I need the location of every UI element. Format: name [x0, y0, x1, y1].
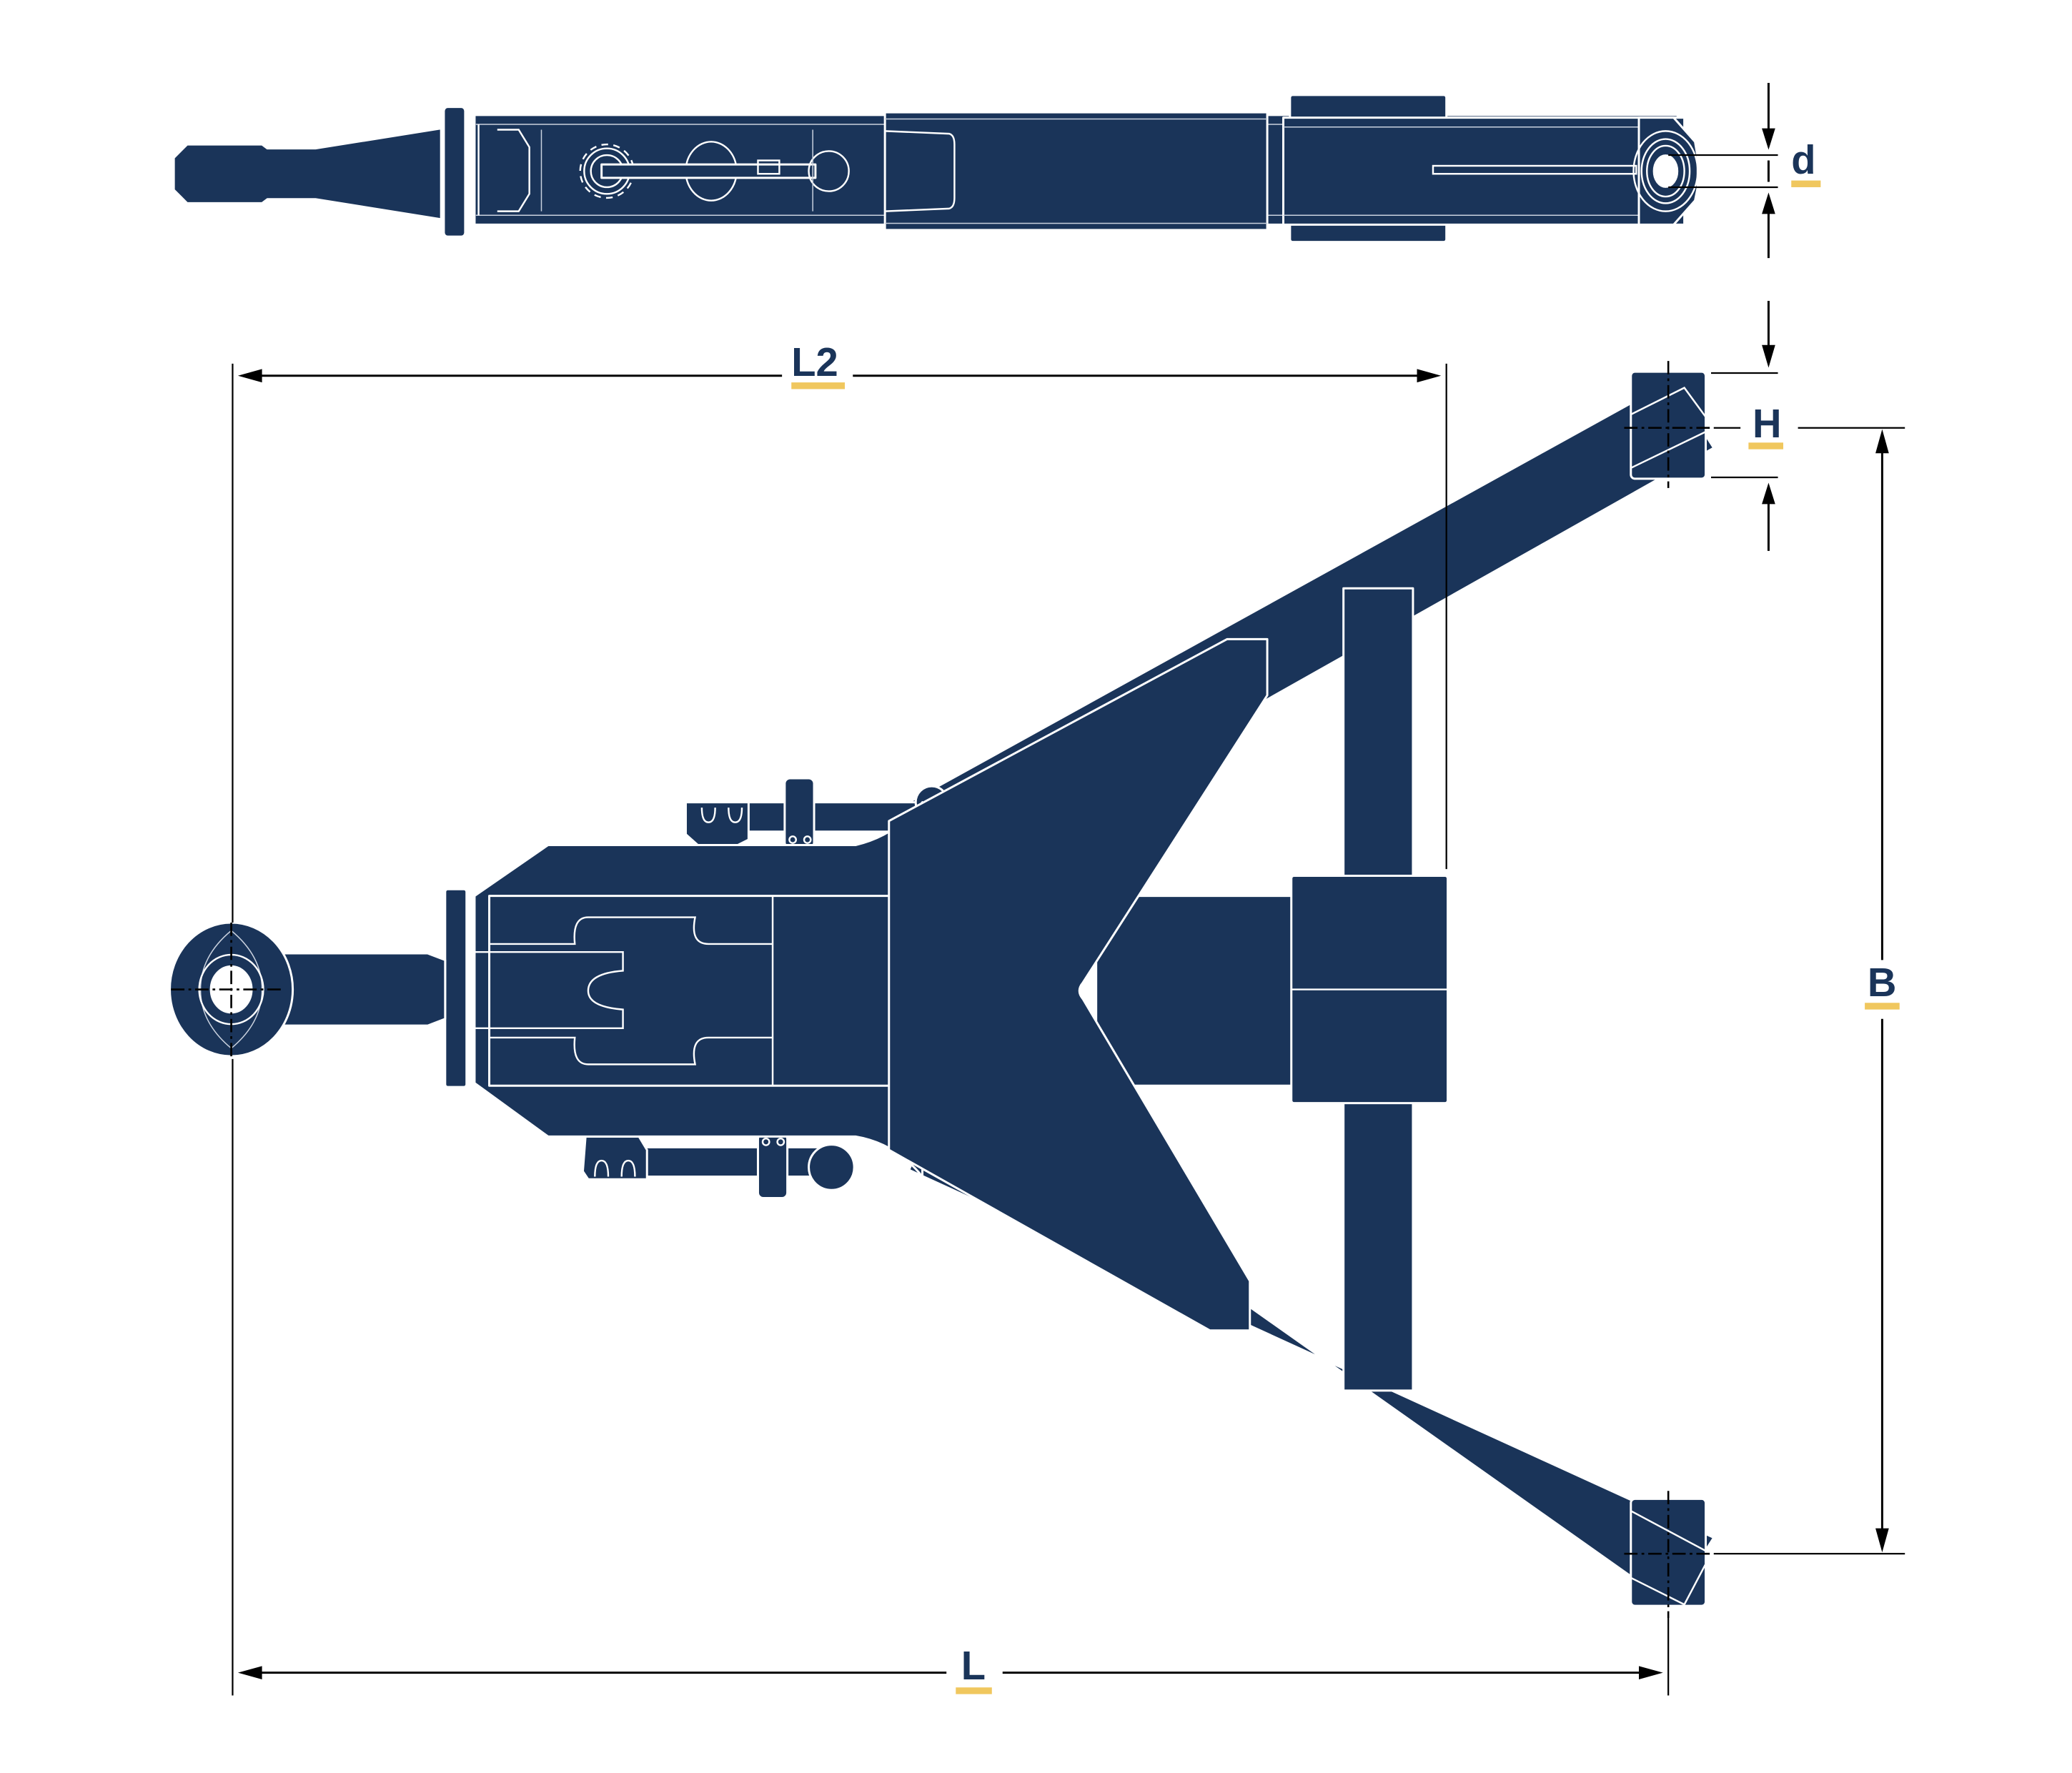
side-coupling-nose	[172, 127, 442, 221]
dimension-L: L	[232, 1058, 1670, 1696]
dimension-label-H: H	[1753, 401, 1782, 446]
dimension-underline-H	[1748, 442, 1784, 450]
side-sleeve	[883, 111, 1269, 232]
dimension-H: H	[1711, 300, 1905, 551]
plan-view	[169, 370, 1715, 1607]
side-view	[172, 94, 1699, 244]
dimension-label-L: L	[961, 1643, 986, 1688]
dimension-label-d: d	[1791, 137, 1815, 182]
dimension-underline-L	[956, 1687, 992, 1694]
dimension-underline-L2	[791, 382, 846, 389]
dimension-label-B: B	[1868, 960, 1897, 1005]
side-eye-rings	[1632, 130, 1699, 212]
dimension-B: B	[1713, 429, 1905, 1555]
dimension-underline-B	[1865, 1003, 1900, 1010]
lock-pin-assembly	[579, 129, 850, 212]
dimension-underline-d	[1791, 180, 1821, 187]
housing-slot	[489, 916, 773, 1066]
dimension-L2: L2	[232, 339, 1447, 923]
plan-flange	[444, 888, 468, 1088]
lower-clamp-knob	[808, 1143, 856, 1191]
side-flange	[442, 106, 467, 238]
center-beam	[1095, 895, 1298, 1087]
a-frame-plate	[888, 637, 1269, 1332]
centerlines	[171, 361, 1714, 1618]
drawbar-shank	[266, 952, 447, 1027]
lower-clamp-handle	[581, 1133, 856, 1199]
dimension-label-L2: L2	[791, 339, 838, 384]
dimension-d: d	[1668, 83, 1821, 259]
